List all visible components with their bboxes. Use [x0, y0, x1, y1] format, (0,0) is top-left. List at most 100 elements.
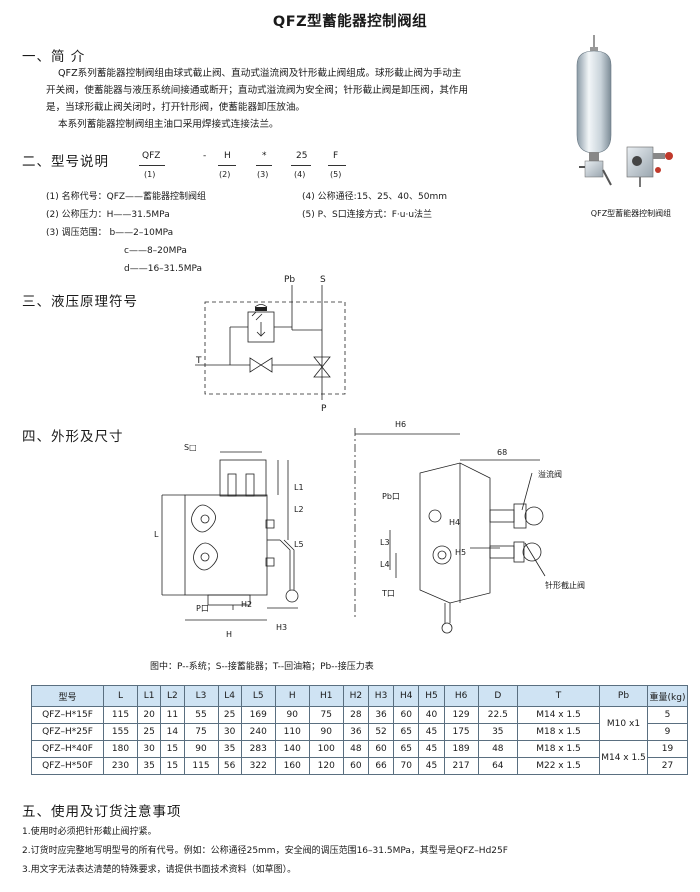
code-underline — [139, 165, 165, 166]
dim-label: T口 — [382, 589, 395, 598]
table-cell: 15 — [160, 740, 185, 758]
section-heading-dimensions: 四、外形及尺寸 — [22, 429, 124, 445]
table-cell: 90 — [274, 706, 310, 724]
section-heading-notes: 五、使用及订货注意事项 — [22, 804, 182, 820]
table-cell: 11 — [160, 706, 185, 724]
column-header: H6 — [443, 685, 479, 707]
intro-line: 开关阀，使蓄能器与液压系统间接通或断开；直动式溢流阀为安全阀；针形截止阀是卸压阀… — [46, 85, 469, 96]
table-cell: 65 — [393, 723, 420, 741]
table-cell: 14 — [160, 723, 185, 741]
section-heading-intro: 一、简 介 — [22, 49, 86, 65]
table-header-row: 型号 L L1 L2 L3 L4 L5 H H1 H2 H3 H4 H5 H6 … — [31, 685, 688, 707]
table-cell: 115 — [183, 757, 219, 775]
note-item: 2.订货时应完整地写明型号的所有代号。例如：公称通径25mm，安全阀的调压范围1… — [22, 846, 508, 856]
table-cell: 5 — [647, 706, 688, 724]
code-index: (2) — [219, 170, 231, 179]
code-part: QFZ — [142, 151, 161, 161]
model-items-right: (4) 公称通径:15、25、40、50mm (5) P、S口连接方式：F·u·… — [302, 188, 447, 224]
table-cell: 90 — [308, 723, 344, 741]
table-cell: 180 — [103, 740, 138, 758]
table-cell: 75 — [183, 723, 219, 741]
table-cell: 35 — [477, 723, 519, 741]
code-index: (3) — [257, 170, 269, 179]
table-cell: 28 — [342, 706, 369, 724]
table-cell: 64 — [477, 757, 519, 775]
table-cell: QFZ–H*15F — [31, 706, 104, 724]
table-cell: 189 — [443, 740, 479, 758]
product-photo — [576, 35, 673, 187]
symbol-label-s: S — [320, 275, 326, 285]
dim-label: H4 — [449, 518, 461, 527]
section-heading-model: 二、型号说明 — [22, 154, 109, 170]
dim-label: H — [226, 630, 233, 639]
table-cell: 48 — [477, 740, 519, 758]
table-cell: 55 — [183, 706, 219, 724]
table-cell: 60 — [367, 740, 395, 758]
table-cell: 120 — [308, 757, 344, 775]
dim-label: S□ — [184, 443, 197, 452]
code-part: H — [224, 151, 231, 161]
table-cell: 48 — [342, 740, 369, 758]
table-cell: 70 — [393, 757, 420, 775]
column-header: L5 — [240, 685, 276, 707]
table-cell: 65 — [393, 740, 420, 758]
model-item: (2) 公称压力：H——31.5MPa — [46, 210, 170, 220]
table-cell: 75 — [308, 706, 344, 724]
table-row: QFZ–H*25F 155 25 14 75 30 240 110 90 36 … — [31, 723, 688, 741]
figure-caption: 图中：P--系统；S--接蓄能器；T--回油箱；Pb--接压力表 — [150, 662, 374, 672]
model-item: (1) 名称代号：QFZ——蓄能器控制阀组 — [46, 192, 207, 202]
table-cell: 25 — [217, 706, 242, 724]
table-cell: 30 — [217, 723, 242, 741]
code-underline — [291, 165, 311, 166]
product-caption: QFZ型蓄能器控制阀组 — [590, 209, 672, 218]
table-row: QFZ–H*40F 180 30 15 90 35 283 140 100 48… — [31, 740, 688, 775]
code-underline — [218, 165, 236, 166]
section-heading-hydraulic: 三、液压原理符号 — [22, 294, 138, 310]
table-cell: QFZ–H*50F — [31, 757, 104, 775]
table-cell: 240 — [240, 723, 276, 741]
column-header: L1 — [136, 685, 162, 707]
table-cell: 175 — [443, 723, 479, 741]
table-cell: 27 — [647, 757, 688, 775]
code-index: (1) — [144, 170, 156, 179]
table-cell: 35 — [217, 740, 242, 758]
column-header: L — [103, 685, 138, 707]
code-part: - — [203, 151, 207, 161]
column-header: D — [477, 685, 519, 707]
dim-label: Pb口 — [382, 492, 400, 501]
dim-label: L — [154, 530, 159, 539]
dimension-drawing-side — [354, 428, 546, 634]
column-header: H1 — [308, 685, 344, 707]
intro-paragraph: QFZ系列蓄能器控制阀组由球式截止阀、直动式溢流阀及针形截止阀组成。球形截止阀为… — [46, 65, 561, 133]
dim-label: L4 — [380, 560, 390, 569]
dim-label: 68 — [497, 448, 508, 457]
column-header: L2 — [160, 685, 185, 707]
table-cell-pb: M14 x 1.5 — [599, 740, 648, 775]
table-cell: 230 — [103, 757, 138, 775]
table-cell: 140 — [274, 740, 310, 758]
symbol-label-p: P — [321, 404, 327, 414]
code-index: (4) — [294, 170, 306, 179]
table-cell: 56 — [217, 757, 242, 775]
table-cell: 217 — [443, 757, 479, 775]
model-item: d——16–31.5MPa — [124, 264, 203, 274]
table-cell: 110 — [274, 723, 310, 741]
dim-label: L5 — [294, 540, 304, 549]
table-cell: 36 — [342, 723, 369, 741]
model-item: (5) P、S口连接方式：F·u·u法兰 — [302, 210, 433, 220]
column-header: H2 — [342, 685, 369, 707]
model-item: (3) 调压范围： b——2–10MPa — [46, 228, 174, 238]
dim-label: H5 — [455, 548, 467, 557]
table-cell: 9 — [647, 723, 688, 741]
intro-line: QFZ系列蓄能器控制阀组由球式截止阀、直动式溢流阀及针形截止阀组成。球形截止阀为… — [58, 68, 462, 79]
column-header: 型号 — [31, 685, 104, 707]
model-item: c——8–20MPa — [124, 246, 187, 256]
code-part: F — [333, 151, 339, 161]
model-item: (4) 公称通径:15、25、40、50mm — [302, 192, 447, 202]
model-items-left: (1) 名称代号：QFZ——蓄能器控制阀组 (2) 公称压力：H——31.5MP… — [46, 188, 206, 278]
table-cell: M18 x 1.5 — [517, 723, 600, 741]
table-cell: 160 — [274, 757, 310, 775]
table-cell: 322 — [240, 757, 276, 775]
table-cell: 155 — [103, 723, 138, 741]
table-cell: 15 — [160, 757, 185, 775]
